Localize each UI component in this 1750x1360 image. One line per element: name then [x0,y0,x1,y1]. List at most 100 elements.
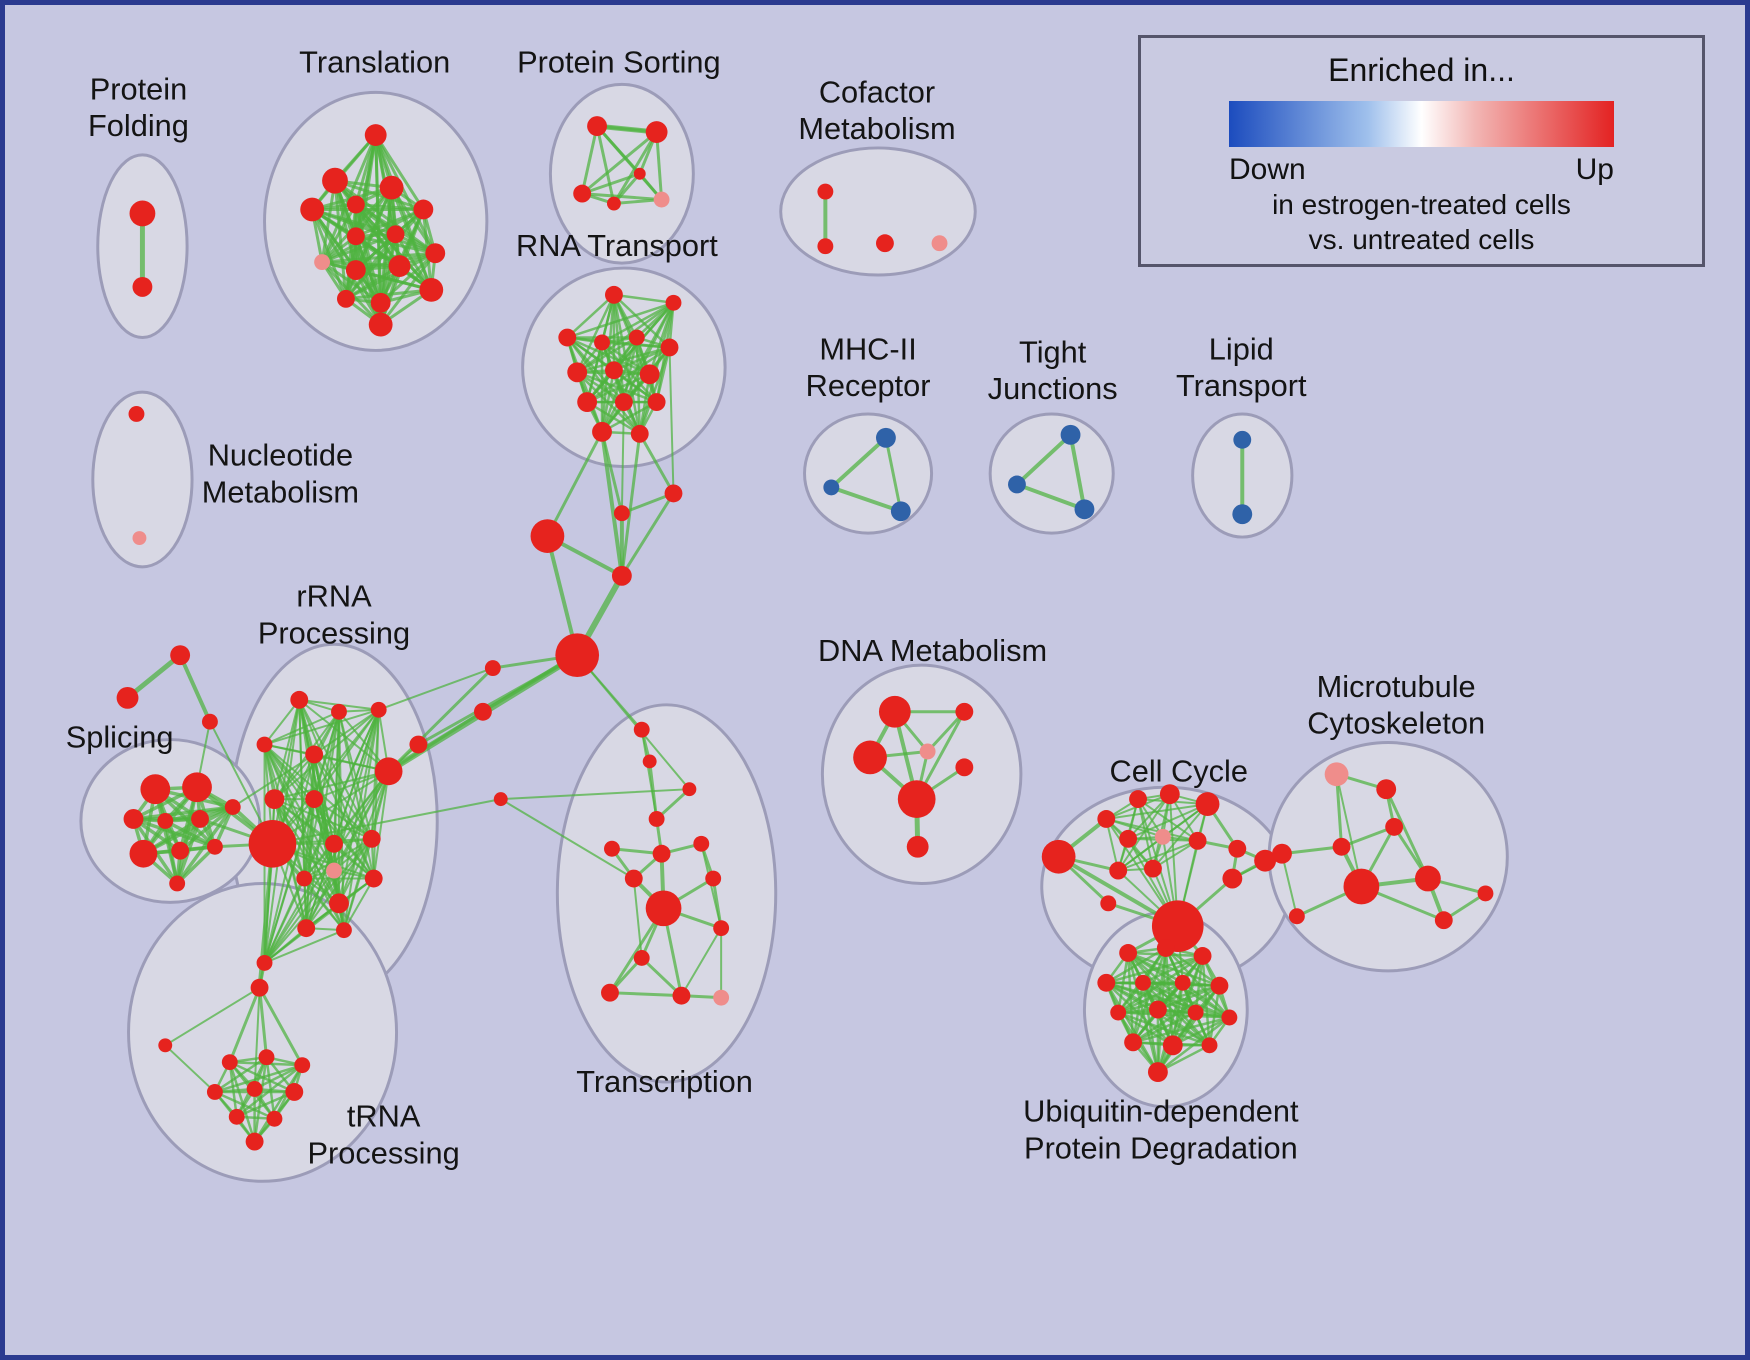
network-node-129[interactable] [1332,837,1351,856]
network-node-116[interactable] [1119,829,1138,848]
network-node-54[interactable] [171,841,190,860]
network-node-75[interactable] [297,919,316,938]
network-node-92[interactable] [648,811,665,827]
network-node-144[interactable] [1148,1000,1167,1019]
network-node-73[interactable] [364,869,383,888]
network-node-21[interactable] [606,196,621,211]
network-node-67[interactable] [305,790,324,809]
network-node-29[interactable] [660,338,679,357]
network-node-86[interactable] [228,1108,245,1125]
network-node-155[interactable] [128,406,145,422]
network-node-9[interactable] [386,225,405,244]
network-node-5[interactable] [346,195,365,214]
network-node-147[interactable] [1124,1033,1143,1052]
network-node-156[interactable] [132,531,147,545]
network-node-101[interactable] [601,983,619,1002]
network-node-19[interactable] [645,121,668,143]
network-node-52[interactable] [224,799,241,815]
network-node-91[interactable] [682,782,697,797]
network-node-35[interactable] [647,393,666,411]
network-node-10[interactable] [314,254,331,271]
network-node-11[interactable] [345,260,366,280]
network-node-161[interactable] [1008,475,1026,494]
network-node-47[interactable] [140,774,171,805]
network-node-110[interactable] [906,835,929,858]
network-node-24[interactable] [605,285,623,304]
network-node-113[interactable] [1129,790,1147,809]
network-node-48[interactable] [182,772,212,803]
network-node-12[interactable] [388,255,411,277]
network-node-3[interactable] [322,167,348,194]
network-node-120[interactable] [1109,861,1128,880]
network-node-51[interactable] [191,810,209,828]
network-node-162[interactable] [1074,499,1095,520]
network-node-83[interactable] [206,1084,223,1100]
network-node-137[interactable] [1156,939,1175,957]
network-node-16[interactable] [370,292,391,313]
network-node-60[interactable] [290,690,309,709]
network-node-117[interactable] [1154,828,1171,845]
network-node-80[interactable] [221,1054,238,1071]
network-node-98[interactable] [705,870,722,887]
network-node-108[interactable] [955,758,974,777]
network-node-127[interactable] [1376,779,1397,800]
network-node-164[interactable] [1232,504,1253,525]
network-node-94[interactable] [652,844,671,863]
network-node-128[interactable] [1272,843,1292,864]
network-node-150[interactable] [1147,1062,1168,1083]
network-node-81[interactable] [258,1049,275,1066]
network-node-46[interactable] [409,735,428,754]
network-node-7[interactable] [413,199,434,220]
network-node-22[interactable] [653,191,670,208]
network-node-36[interactable] [592,421,612,442]
network-node-45[interactable] [493,792,508,807]
network-node-2[interactable] [364,124,387,146]
network-node-70[interactable] [362,829,381,848]
network-node-4[interactable] [300,197,325,222]
network-node-43[interactable] [484,660,501,677]
network-node-130[interactable] [1385,817,1404,836]
network-node-17[interactable] [368,312,393,337]
network-node-115[interactable] [1195,792,1220,816]
network-node-140[interactable] [1135,974,1151,991]
network-node-132[interactable] [1415,865,1441,892]
network-node-141[interactable] [1174,974,1191,991]
network-node-6[interactable] [379,175,404,200]
network-node-146[interactable] [1221,1009,1238,1026]
network-node-72[interactable] [296,870,313,887]
network-node-125[interactable] [1254,849,1277,872]
network-node-14[interactable] [419,277,444,302]
network-node-66[interactable] [264,789,285,810]
network-node-31[interactable] [605,361,623,380]
network-node-40[interactable] [530,519,565,553]
network-node-124[interactable] [1151,900,1204,952]
network-node-154[interactable] [931,235,948,252]
network-node-64[interactable] [305,745,324,764]
network-node-15[interactable] [336,289,355,308]
network-node-41[interactable] [611,565,632,586]
network-node-76[interactable] [335,922,352,939]
network-node-136[interactable] [1119,944,1138,962]
network-node-151[interactable] [817,183,834,200]
network-node-33[interactable] [577,392,598,412]
network-node-68[interactable] [248,819,297,868]
network-node-85[interactable] [285,1083,304,1101]
network-node-122[interactable] [1222,868,1243,889]
network-node-30[interactable] [567,362,588,383]
network-node-96[interactable] [624,869,643,888]
network-node-49[interactable] [123,809,144,829]
network-node-114[interactable] [1159,784,1180,805]
network-node-135[interactable] [1477,885,1494,902]
network-node-158[interactable] [823,479,840,496]
network-node-93[interactable] [604,840,620,857]
network-node-152[interactable] [817,238,834,255]
network-node-90[interactable] [642,754,657,769]
network-node-28[interactable] [628,329,645,346]
network-node-61[interactable] [331,703,347,720]
network-node-58[interactable] [116,686,139,709]
network-node-111[interactable] [1041,839,1076,874]
network-node-20[interactable] [573,184,592,203]
network-node-39[interactable] [613,505,630,522]
network-node-63[interactable] [256,736,273,753]
network-node-121[interactable] [1144,859,1162,878]
